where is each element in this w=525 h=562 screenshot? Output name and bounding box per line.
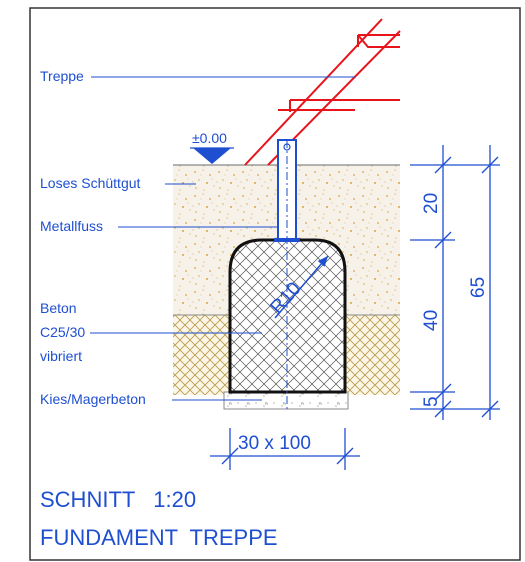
concrete-label-line1: Beton [40,300,77,316]
width-dimension [210,428,360,470]
title-line1: SCHNITT 1:20 [40,487,196,512]
concrete-label-line2: C25/30 [40,324,85,340]
concrete-label-line3: vibriert [40,348,82,364]
level-label: ±0.00 [192,130,227,146]
stair-outline [244,18,401,166]
dimension-total: 65 [468,277,489,298]
width-dimension-label: 30 x 100 [238,433,311,454]
level-marker [193,148,231,164]
metal-foot-label: Metallfuss [40,218,103,234]
radius-leader [274,255,329,319]
gravel-label: Kies/Magerbeton [40,391,146,407]
stair-label: Treppe [40,68,84,84]
loose-fill-label: Loses Schüttgut [40,175,141,191]
drawing-frame [29,7,521,561]
dimension-middle: 40 [421,310,442,331]
vertical-dimension-chain [410,145,500,420]
dimension-top: 20 [421,193,442,214]
dimension-bottom: 5 [421,396,442,407]
title-line2: FUNDAMENT TREPPE [40,525,278,550]
